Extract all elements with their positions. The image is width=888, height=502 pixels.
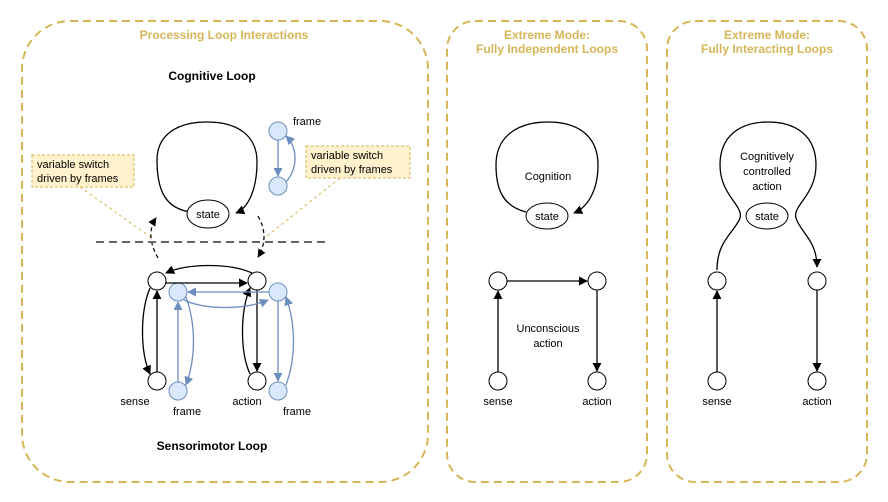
frame-top-up-arrow — [285, 135, 296, 183]
controlled-loop-path — [716, 121, 822, 271]
cognition-label: Cognition — [525, 171, 571, 183]
frame-node-top-lower — [268, 176, 288, 196]
note-left-box — [31, 154, 135, 188]
sense-label: sense — [483, 396, 512, 408]
panel-interacting-loops: Extreme Mode: Fully Interacting Loops Co… — [666, 20, 868, 483]
note-left-line-2: driven by frames — [37, 173, 119, 185]
sense-label: sense — [120, 396, 149, 408]
state-label: state — [755, 211, 779, 223]
controlled-line-3: action — [752, 181, 781, 193]
frame-left-label: frame — [173, 406, 201, 418]
cognitive-loop-label: Cognitive Loop — [168, 69, 255, 83]
note-left: variable switch driven by frames — [31, 154, 135, 188]
action-node — [587, 371, 607, 391]
arrow-action-loop-up — [241, 287, 252, 375]
note-right-line-2: driven by frames — [311, 164, 393, 176]
sensorimotor-loop-label: Sensorimotor Loop — [157, 439, 268, 453]
panel-title-line-2: Fully Independent Loops — [476, 42, 618, 56]
frame-right-label: frame — [283, 406, 311, 418]
action-node — [807, 371, 827, 391]
note-right-line-1: variable switch — [311, 150, 383, 162]
panel-title-line-2: Fully Interacting Loops — [701, 42, 833, 56]
arrow-frame-left-down — [184, 296, 195, 386]
controlled-line-2: controlled — [743, 166, 791, 178]
panel-independent-loops: Extreme Mode: Fully Independent Loops Co… — [446, 20, 648, 483]
switch-arrow-right — [257, 215, 266, 258]
panel-title-line-1: Extreme Mode: — [504, 28, 590, 42]
unconscious-line-2: action — [533, 338, 562, 350]
note-right: variable switch driven by frames — [305, 145, 411, 179]
panel-title: Processing Loop Interactions — [140, 28, 309, 42]
arrow-action-to-sense-top — [165, 264, 253, 274]
state-node — [186, 199, 230, 229]
controlled-line-1: Cognitively — [740, 151, 794, 163]
state-label: state — [535, 211, 559, 223]
node-sense-top — [707, 271, 727, 291]
frame-top-label: frame — [293, 116, 321, 128]
note-left-leader — [79, 186, 153, 239]
frame-node-right-bottom — [268, 381, 288, 401]
arrow-frame-left-to-right — [183, 299, 269, 309]
panel-title-line-1: Extreme Mode: — [724, 28, 810, 42]
cognitive-loop-path — [156, 121, 258, 215]
state-label: state — [196, 209, 220, 221]
panel-border — [21, 20, 429, 483]
frame-node-left-top — [168, 282, 188, 302]
node-sense-top — [488, 271, 508, 291]
frame-node-left-bottom — [168, 381, 188, 401]
frame-node-right-top — [268, 282, 288, 302]
node-action-top — [247, 271, 267, 291]
sense-node — [707, 371, 727, 391]
node-action-top — [587, 271, 607, 291]
node-action-top — [807, 271, 827, 291]
cognition-loop-path — [495, 121, 599, 214]
sense-label: sense — [702, 396, 731, 408]
note-right-leader — [261, 177, 341, 241]
switch-arrow-left — [148, 217, 159, 259]
sense-node — [147, 371, 167, 391]
action-label: action — [802, 396, 831, 408]
action-label: action — [232, 396, 261, 408]
arrow-frame-right-up — [284, 296, 295, 386]
state-node — [525, 202, 569, 230]
action-node — [247, 371, 267, 391]
arrow-sense-loop-down — [141, 287, 151, 375]
note-right-box — [305, 145, 411, 179]
panel-border — [666, 20, 868, 483]
note-left-line-1: variable switch — [37, 159, 109, 171]
panel-processing-loop-interactions: Processing Loop Interactions Cognitive L… — [21, 20, 429, 483]
frame-node-top — [268, 121, 288, 141]
panel-border — [446, 20, 648, 483]
node-sense-top — [147, 271, 167, 291]
unconscious-line-1: Unconscious — [517, 323, 580, 335]
state-node — [745, 202, 789, 230]
sense-node — [488, 371, 508, 391]
action-label: action — [582, 396, 611, 408]
